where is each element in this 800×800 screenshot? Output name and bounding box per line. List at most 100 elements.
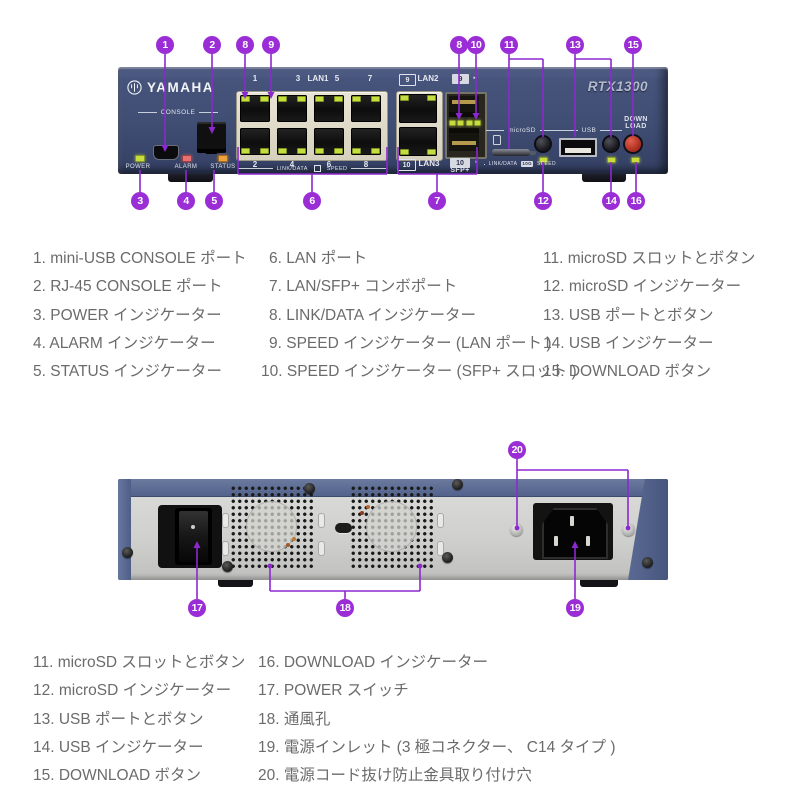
center-slot-hole	[335, 523, 352, 533]
callout-20: 20	[508, 441, 526, 459]
callout-16: 16	[627, 192, 645, 210]
legend-item: 13. USB ポートとボタン	[33, 710, 204, 728]
callout-15: 15	[624, 36, 642, 54]
legend-item: 6. LAN ポート	[269, 250, 368, 267]
legend-item: 17. POWER スイッチ	[258, 682, 409, 700]
mini-usb-console-port	[153, 145, 179, 160]
legend-item: 8. LINK/DATA インジケーター	[269, 306, 476, 324]
status-label: STATUS	[210, 164, 236, 170]
lan1-label: LAN1	[307, 74, 329, 83]
inlet-pin-left	[554, 536, 558, 546]
lan2-label: LAN2	[417, 74, 439, 83]
screw	[304, 483, 315, 494]
usb-label: USB	[556, 127, 623, 134]
lan-port-4	[277, 128, 307, 155]
lan-port-6	[314, 128, 344, 155]
power-led	[135, 155, 145, 162]
sfp-marker-top: ▸	[473, 75, 477, 81]
rear-legend-col1: 11. microSD スロットとボタン 12. microSD インジケーター…	[33, 649, 245, 790]
sd-card-icon	[493, 135, 501, 145]
inlet-pin-right	[586, 536, 590, 546]
power-label: POWER	[125, 164, 151, 170]
sfp-slot-10	[449, 128, 479, 151]
rear-panel	[118, 479, 668, 587]
callout-17: 17	[188, 599, 206, 617]
legend-item: 18. 通風孔	[258, 710, 331, 728]
legend-item: 14. USB インジケーター	[33, 738, 204, 756]
sfp-marker-bottom: ▸	[475, 159, 479, 165]
cord-clamp-hole-right	[622, 523, 635, 536]
vent-capsule	[222, 541, 229, 556]
callout-9: 9	[262, 36, 280, 54]
microsd-button	[536, 137, 550, 151]
lan-port-1	[240, 95, 270, 122]
yamaha-logo: YAMAHA	[127, 80, 214, 95]
front-legend-col3: 11. microSD スロットとボタン 12. microSD インジケーター…	[543, 245, 755, 386]
lan3-num-box: 10	[397, 159, 416, 171]
usb-port	[559, 138, 597, 157]
lan2-num-box: 9	[399, 74, 416, 86]
legend-item: 3. POWER インジケーター	[33, 306, 222, 324]
legend-item: 10. SPEED インジケーター (SFP+ スロット )	[261, 363, 577, 381]
vent-fan-left	[230, 485, 313, 568]
legend-item: 13. USB ポートとボタン	[543, 306, 714, 324]
legend-item: 7. LAN/SFP+ コンボポート	[269, 278, 458, 296]
lan-port-10	[399, 127, 437, 156]
callout-6: 6	[303, 192, 321, 210]
callout-5: 5	[205, 192, 223, 210]
lan1-num-1: 1	[252, 74, 258, 83]
legend-item: 1. mini-USB CONSOLE ポート	[33, 250, 247, 267]
front-panel: YAMAHA RTX1300 CONSOLE POWER ALARM STATU…	[118, 67, 668, 182]
callout-4: 4	[177, 192, 195, 210]
screw	[222, 561, 233, 572]
front-legend-col2: 6. LAN ポート 7. LAN/SFP+ コンボポート 8. LINK/DA…	[261, 245, 577, 386]
vent-capsule	[222, 513, 229, 528]
microsd-slot	[492, 149, 530, 156]
lan-port-2	[240, 128, 270, 155]
legend-item: 11. microSD スロットとボタン	[33, 654, 246, 671]
rear-foot-right	[580, 580, 618, 587]
callout-3: 3	[131, 192, 149, 210]
sfp-led-2	[457, 120, 464, 126]
callout-2: 2	[203, 36, 221, 54]
callout-12: 12	[534, 192, 552, 210]
callout-7: 7	[428, 192, 446, 210]
rear-left-trim	[118, 479, 131, 580]
sfp-slot-9	[449, 96, 479, 117]
legend-item: 12. microSD インジケーター	[33, 682, 232, 700]
alarm-label: ALARM	[174, 164, 198, 170]
download-label: DOWN LOAD	[624, 116, 648, 130]
microsd-footer: LINK/DATA 10G SPEED	[484, 161, 556, 167]
sfp-num-9: 9	[452, 74, 469, 84]
lan1-num-5: 5	[334, 74, 340, 83]
lan-port-5	[314, 95, 344, 122]
sfp-led-3	[466, 120, 473, 126]
legend-item: 9. SPEED インジケーター (LAN ポート )	[269, 334, 552, 352]
legend-item: 2. RJ-45 CONSOLE ポート	[33, 278, 223, 296]
legend-item: 16. DOWNLOAD インジケーター	[258, 654, 488, 671]
callout-18: 18	[336, 599, 354, 617]
rear-legend-col2: 16. DOWNLOAD インジケーター 17. POWER スイッチ 18. …	[258, 649, 616, 790]
microsd-slot-nub	[530, 151, 536, 155]
sfp-led-1	[449, 120, 456, 126]
rear-foot-left	[218, 580, 253, 587]
front-legend-col1: 1. mini-USB CONSOLE ポート 2. RJ-45 CONSOLE…	[33, 245, 247, 386]
download-button	[625, 136, 641, 152]
lan-port-7	[351, 95, 381, 122]
usb-button	[604, 137, 618, 151]
legend-item: 4. ALARM インジケーター	[33, 334, 216, 352]
callout-14: 14	[602, 192, 620, 210]
legend-item: 12. microSD インジケーター	[543, 278, 742, 296]
lan1-footer: LINK/DATA SPEED	[238, 165, 386, 172]
lan1-num-7: 7	[367, 74, 373, 83]
callout-11: 11	[500, 36, 518, 54]
vent-capsule	[318, 513, 325, 528]
lan-port-3	[277, 95, 307, 122]
sfp-led-4	[474, 120, 481, 126]
model-text: RTX1300	[587, 79, 648, 94]
yamaha-tuning-fork-icon	[127, 80, 142, 95]
alarm-led	[182, 155, 192, 162]
lan-port-9	[399, 94, 437, 123]
inlet-pin-top	[570, 516, 574, 526]
